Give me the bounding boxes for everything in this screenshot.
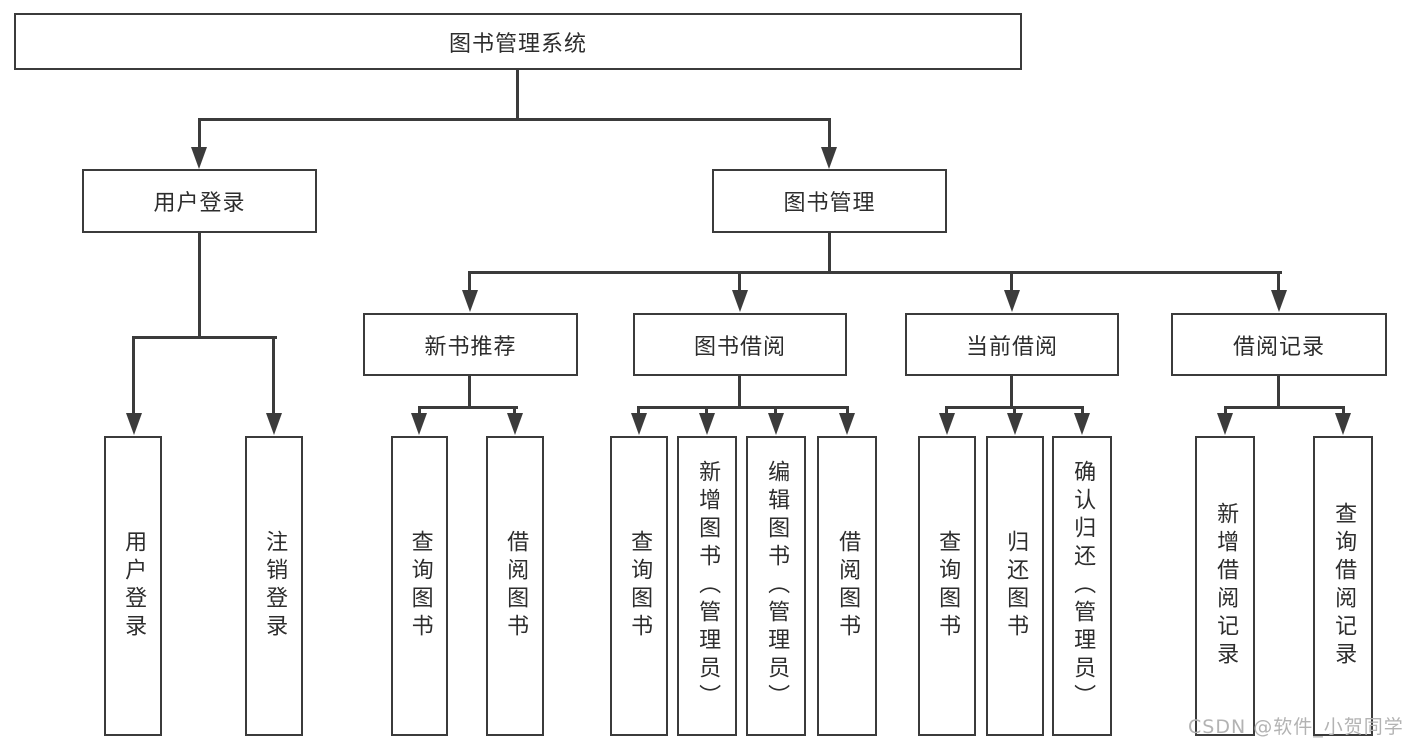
leaf-query-borrow-record: 查询借阅记录 xyxy=(1313,436,1373,736)
leaf-borrow-books-label: 借阅图书 xyxy=(835,530,861,642)
connector-stub xyxy=(1277,271,1280,291)
node-current-borrow-label: 当前借阅 xyxy=(965,334,1058,360)
leaf-edit-books-admin-label: 编辑图书（管理员） xyxy=(764,460,790,712)
connector-user-login-branch xyxy=(132,336,277,339)
leaf-query-books-borrow-label: 查询图书 xyxy=(627,530,653,642)
leaf-query-books-current-label: 查询图书 xyxy=(935,530,961,642)
node-user-login: 用户登录 xyxy=(82,169,317,233)
node-book-management: 图书管理 xyxy=(712,169,947,233)
leaf-return-books-label: 归还图书 xyxy=(1003,530,1029,642)
arrowhead-down xyxy=(126,413,142,435)
arrowhead-down xyxy=(462,290,478,312)
node-user-login-label: 用户登录 xyxy=(153,191,246,216)
connector-record-branch xyxy=(1224,406,1345,409)
arrowhead-down xyxy=(507,413,523,435)
connector-stub xyxy=(846,406,849,415)
arrowhead-down xyxy=(1004,290,1020,312)
leaf-add-borrow-record-label: 新增借阅记录 xyxy=(1213,502,1239,670)
connector-user-login-stub xyxy=(198,118,201,148)
arrowhead-down xyxy=(699,413,715,435)
connector-stub xyxy=(1013,406,1016,415)
connector-stub xyxy=(1010,271,1013,291)
connector-stub xyxy=(1224,406,1227,415)
connector-recommend-down xyxy=(468,376,471,409)
node-new-book-recommend-label: 新书推荐 xyxy=(424,334,517,360)
leaf-user-login-label: 用户登录 xyxy=(121,530,147,642)
connector-level1-branch xyxy=(198,118,831,121)
leaf-confirm-return-admin-label: 确认归还（管理员） xyxy=(1070,460,1096,712)
leaf-add-books-admin: 新增图书（管理员） xyxy=(677,436,737,736)
connector-root-down xyxy=(516,70,519,121)
leaf-edit-books-admin: 编辑图书（管理员） xyxy=(746,436,806,736)
arrowhead-down-book-mgmt xyxy=(821,147,837,169)
node-root-label: 图书管理系统 xyxy=(448,31,587,57)
node-current-borrow: 当前借阅 xyxy=(905,313,1119,376)
node-borrow-record-label: 借阅记录 xyxy=(1232,334,1325,360)
node-book-borrow-label: 图书借阅 xyxy=(693,334,786,360)
arrowhead-down xyxy=(266,413,282,435)
connector-record-down xyxy=(1277,376,1280,409)
leaf-query-books-current: 查询图书 xyxy=(918,436,976,736)
connector-stub xyxy=(513,406,516,415)
watermark-text: CSDN @软件_小贺同学 xyxy=(1188,716,1404,738)
leaf-user-login: 用户登录 xyxy=(104,436,162,736)
arrowhead-down xyxy=(411,413,427,435)
node-root: 图书管理系统 xyxy=(14,13,1022,70)
connector-current-down xyxy=(1010,376,1013,409)
arrowhead-down xyxy=(1271,290,1287,312)
connector-stub xyxy=(468,271,471,291)
connector-borrow-down xyxy=(738,376,741,409)
arrowhead-down xyxy=(732,290,748,312)
connector-book-mgmt-down xyxy=(828,233,831,274)
arrowhead-down-user-login xyxy=(191,147,207,169)
connector-borrow-branch xyxy=(637,406,849,409)
connector-stub xyxy=(418,406,421,415)
connector-stub xyxy=(774,406,777,415)
leaf-query-books-recommend: 查询图书 xyxy=(391,436,448,736)
leaf-query-borrow-record-label: 查询借阅记录 xyxy=(1331,502,1357,670)
arrowhead-down xyxy=(1217,413,1233,435)
node-borrow-record: 借阅记录 xyxy=(1171,313,1387,376)
connector-stub xyxy=(132,336,135,414)
node-new-book-recommend: 新书推荐 xyxy=(363,313,578,376)
connector-book-mgmt-stub xyxy=(828,118,831,148)
connector-stub xyxy=(945,406,948,415)
arrowhead-down xyxy=(1007,413,1023,435)
connector-level3-branch xyxy=(468,271,1282,274)
connector-stub xyxy=(1342,406,1345,415)
leaf-borrow-books-recommend: 借阅图书 xyxy=(486,436,544,736)
connector-stub xyxy=(1081,406,1084,415)
connector-user-login-down xyxy=(198,233,201,339)
leaf-return-books: 归还图书 xyxy=(986,436,1044,736)
node-book-borrow: 图书借阅 xyxy=(633,313,847,376)
leaf-borrow-books-recommend-label: 借阅图书 xyxy=(503,530,529,642)
leaf-add-books-admin-label: 新增图书（管理员） xyxy=(695,460,721,712)
connector-recommend-branch xyxy=(418,406,518,409)
leaf-query-books-borrow: 查询图书 xyxy=(610,436,668,736)
connector-stub xyxy=(272,336,275,414)
leaf-add-borrow-record: 新增借阅记录 xyxy=(1195,436,1255,736)
leaf-logout-label: 注销登录 xyxy=(262,530,288,642)
arrowhead-down xyxy=(1335,413,1351,435)
leaf-query-books-recommend-label: 查询图书 xyxy=(407,530,433,642)
leaf-confirm-return-admin: 确认归还（管理员） xyxy=(1052,436,1112,736)
arrowhead-down xyxy=(939,413,955,435)
connector-stub xyxy=(705,406,708,415)
leaf-logout: 注销登录 xyxy=(245,436,303,736)
connector-stub xyxy=(637,406,640,415)
node-book-management-label: 图书管理 xyxy=(783,191,876,216)
arrowhead-down xyxy=(631,413,647,435)
arrowhead-down xyxy=(839,413,855,435)
connector-stub xyxy=(738,271,741,291)
arrowhead-down xyxy=(1074,413,1090,435)
arrowhead-down xyxy=(768,413,784,435)
leaf-borrow-books: 借阅图书 xyxy=(817,436,877,736)
